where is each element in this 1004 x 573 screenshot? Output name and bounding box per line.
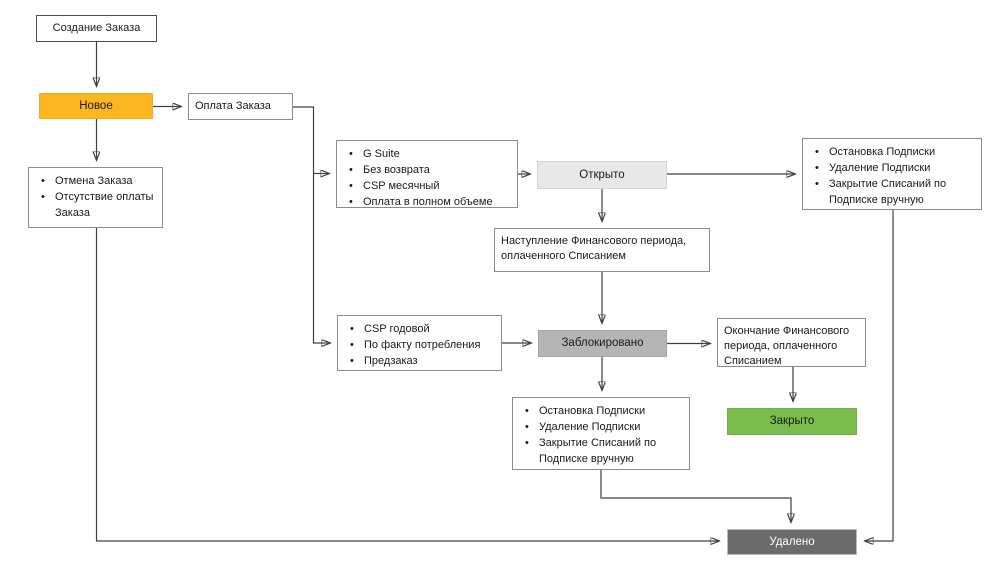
- list-item: Удаление Подписки: [811, 160, 977, 176]
- list-item: Остановка Подписки: [811, 144, 977, 160]
- list-item: Оплата в полном объеме: [345, 194, 513, 210]
- node-state-blocked: Заблокировано: [538, 330, 667, 357]
- list-item: Закрытие Списаний по Подписке вручную: [521, 435, 685, 467]
- state-label: Заблокировано: [561, 337, 644, 349]
- node-pay-order: Оплата Заказа: [188, 93, 293, 120]
- list-item: Удаление Подписки: [521, 419, 685, 435]
- list-item: По факту потребления: [346, 337, 497, 353]
- list-item: Без возврата: [345, 162, 513, 178]
- list-item: Остановка Подписки: [521, 403, 685, 419]
- list-stop-subscription-bottom: Остановка ПодпискиУдаление ПодпискиЗакры…: [512, 397, 690, 470]
- state-label: Закрыто: [769, 415, 815, 427]
- node-state-open: Открыто: [537, 161, 667, 189]
- edge-stop-bottom-to-deleted: [600, 470, 791, 522]
- state-label: Открыто: [579, 168, 625, 181]
- node-label: Наступление Финансового периода, оплачен…: [501, 235, 687, 262]
- state-label: Удалено: [769, 535, 815, 548]
- node-state-deleted: Удалено: [727, 529, 857, 555]
- node-state-closed: Закрыто: [727, 408, 857, 435]
- list-cancel-order: Отмена ЗаказаОтсутствие оплаты Заказа: [28, 167, 163, 228]
- edge-pay-trunk-to-csp-list: [293, 106, 330, 343]
- node-state-new: Новое: [39, 93, 153, 119]
- state-label: Новое: [79, 99, 113, 112]
- list-item: Предзаказ: [346, 353, 497, 369]
- node-label: Окончание Финансового периода, оплаченно…: [724, 325, 850, 367]
- list-item: CSP годовой: [346, 321, 497, 337]
- node-create-order: Создание Заказа: [36, 15, 157, 42]
- list-item: CSP месячный: [345, 178, 513, 194]
- node-fin-period-end: Окончание Финансового периода, оплаченно…: [717, 318, 866, 367]
- edge-cancel-list-to-deleted: [95, 228, 720, 541]
- list-item: Отмена Заказа: [37, 173, 158, 189]
- edge-stop-top-to-deleted: [865, 210, 894, 541]
- node-label: Оплата Заказа: [195, 100, 271, 112]
- list-item: G Suite: [345, 146, 513, 162]
- list-gsuite-conditions: G SuiteБез возвратаCSP месячныйОплата в …: [336, 140, 518, 210]
- list-stop-subscription-top: Остановка ПодпискиУдаление ПодпискиЗакры…: [802, 138, 982, 210]
- list-item: Отсутствие оплаты Заказа: [37, 189, 158, 221]
- list-csp-conditions: CSP годовойПо факту потребленияПредзаказ: [337, 315, 502, 371]
- node-fin-period-start: Наступление Финансового периода, оплачен…: [494, 228, 710, 272]
- node-label: Создание Заказа: [52, 22, 141, 34]
- list-item: Закрытие Списаний по Подписке вручную: [811, 176, 977, 208]
